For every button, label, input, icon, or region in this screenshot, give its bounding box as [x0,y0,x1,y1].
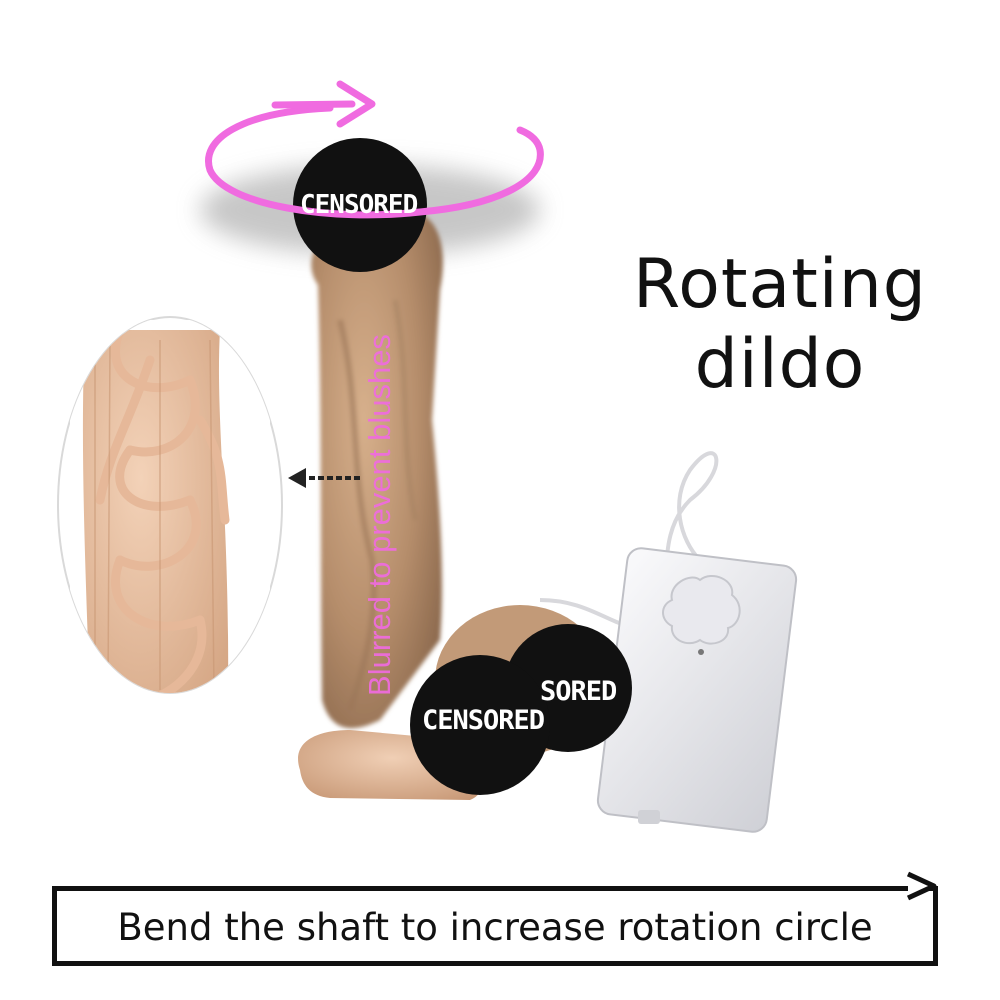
shaft [311,210,443,729]
product-heading: Rotating dildo [590,245,970,405]
rotation-arrow-icon [205,80,544,219]
censor-label-lower-left: CENSORED [422,705,545,736]
heading-line-1: Rotating [633,245,927,324]
left-pointer-arrow-icon [288,468,360,488]
right-arrow-icon [906,871,937,901]
banner-text: Bend the shaft to increase rotation circ… [117,906,873,949]
censor-disc-left [410,655,550,795]
heading-line-2: dildo [694,325,866,404]
remote-control [596,547,798,833]
feature-banner: Bend the shaft to increase rotation circ… [52,886,938,966]
censor-label-top: CENSORED [300,190,418,220]
blur-caption: Blurred to prevent blushes [362,334,397,696]
censor-label-lower-right: SORED [540,676,617,707]
censor-disc-top [293,138,427,272]
texture-zoom-circle [57,316,283,694]
